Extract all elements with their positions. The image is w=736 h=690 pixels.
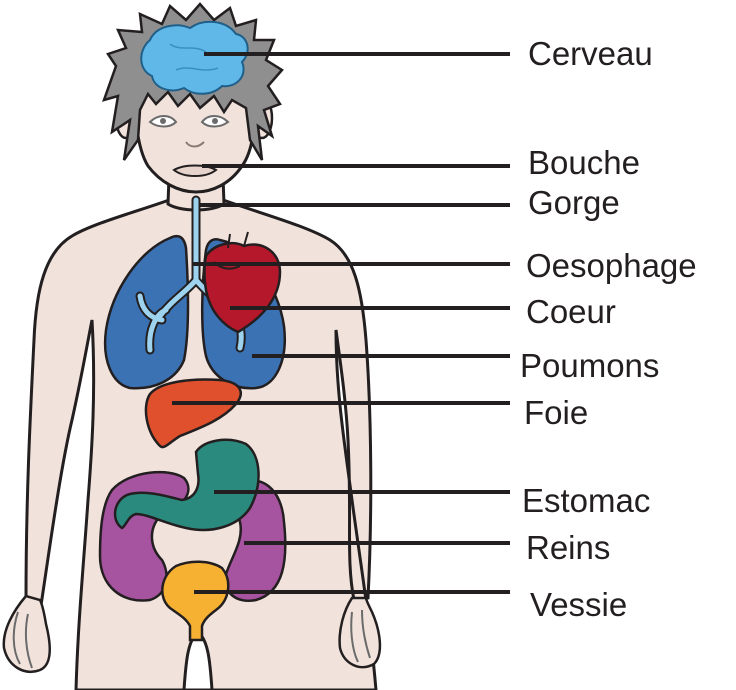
brain [141,22,247,94]
label-oesophage: Oesophage [526,247,697,284]
label-foie: Foie [524,394,588,431]
label-reins: Reins [526,529,610,566]
label-bouche: Bouche [528,144,640,181]
label-vessie: Vessie [530,586,627,623]
label-coeur: Coeur [526,293,616,330]
head [104,4,282,192]
labels: Cerveau Bouche Gorge Oesophage Coeur Pou… [520,35,697,623]
right-hand [340,598,380,667]
left-hand [4,596,50,672]
label-poumons: Poumons [520,347,659,384]
label-estomac: Estomac [522,482,650,519]
label-cerveau: Cerveau [528,35,653,72]
label-gorge: Gorge [528,184,620,221]
